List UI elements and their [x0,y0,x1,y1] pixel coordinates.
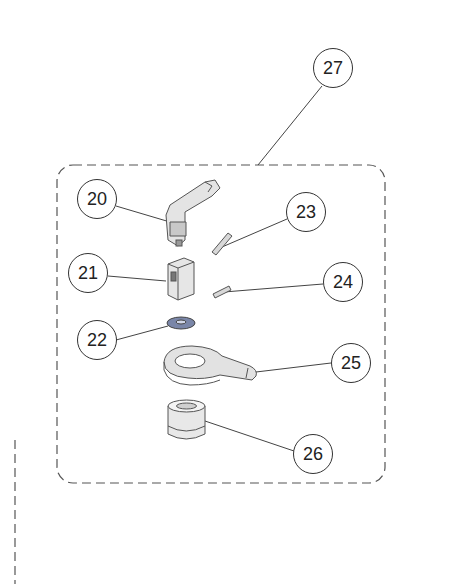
callout-circle: 23 [286,192,326,232]
callout-number: 20 [87,190,107,208]
callout-circle: 20 [77,179,117,219]
callout-circle: 24 [323,262,363,302]
callout-circle: 22 [77,320,117,360]
callout-number: 21 [78,264,98,282]
callout-number: 22 [87,331,107,349]
pin-part [213,286,231,298]
block-part [168,258,194,300]
callout-circle: 25 [331,343,371,383]
callout-number: 23 [296,203,316,221]
group-outline [57,165,385,483]
callout-circle: 27 [313,48,353,88]
leader-lines [108,86,331,451]
group-outline [14,440,15,584]
callout-number: 27 [323,59,343,77]
pin-part [212,233,232,255]
arm-part [164,346,256,385]
lever-part [166,180,220,246]
callout-number: 26 [303,445,323,463]
disc-part [167,317,195,329]
callout-number: 25 [341,354,361,372]
bushing-part [168,400,205,439]
callout-circle: 21 [68,253,108,293]
callout-circle: 26 [293,434,333,474]
callout-number: 24 [333,273,353,291]
